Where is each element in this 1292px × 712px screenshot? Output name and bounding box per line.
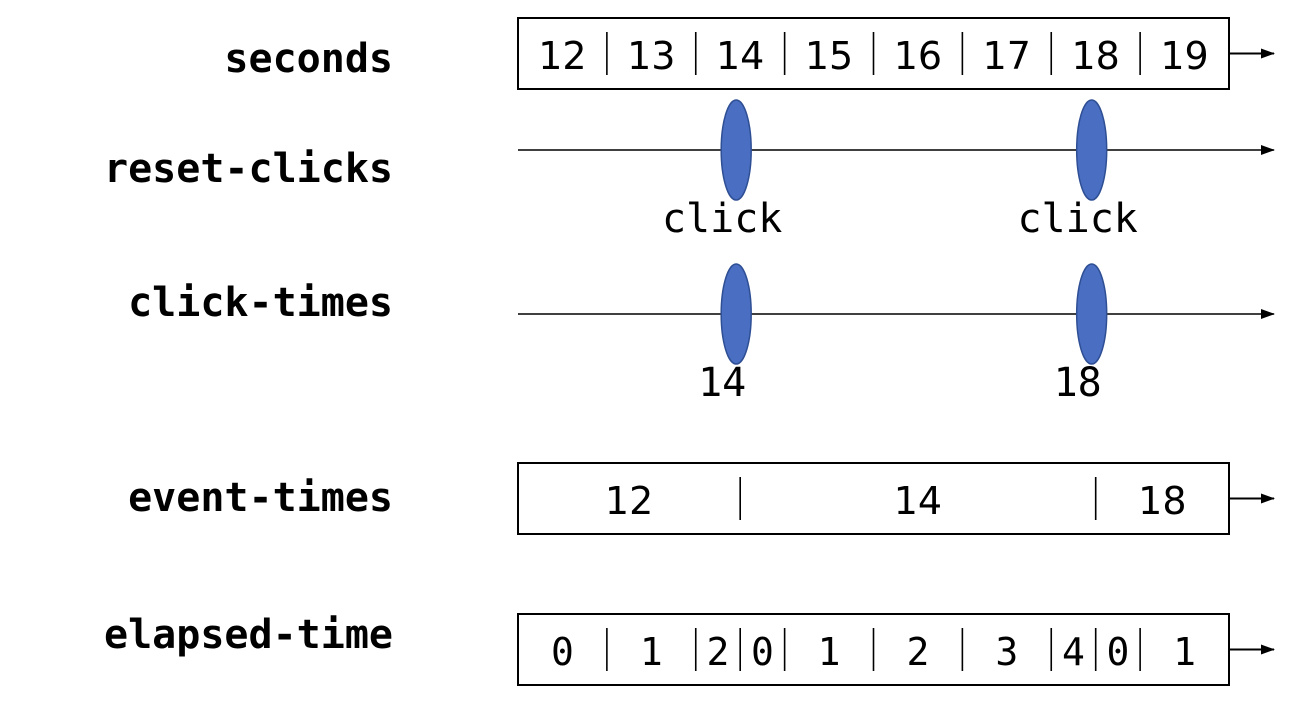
click-times-timeline: 14 18 [518,263,1275,406]
elapsed-time-cell-value: 0 [551,630,574,674]
event-times-box [517,462,1230,535]
elapsed-time-cell-value: 1 [640,630,663,674]
elapsed-time-cell-value: 1 [1173,630,1196,674]
event-times-stream: 12 14 18 [517,462,1275,535]
seconds-cell-value: 16 [894,34,942,78]
elapsed-time-cell-value: 4 [1062,630,1085,674]
elapsed-time-cell-value: 1 [818,630,841,674]
seconds-cell-value: 15 [805,34,853,78]
click-times-event-label: 18 [1054,360,1102,406]
event-times-cell-value: 12 [605,479,653,523]
reset-clicks-timeline: click click [518,99,1275,242]
click-times-event-marker [1075,263,1108,365]
elapsed-time-cell-value: 2 [906,630,929,674]
row-label-elapsed-time: elapsed-time [104,612,393,658]
seconds-cell-value: 12 [538,34,586,78]
event-times-cell-value: 14 [894,479,942,523]
reset-clicks-event-marker [1075,99,1108,201]
elapsed-time-cell-value: 0 [751,630,774,674]
elapsed-time-cell-value: 2 [707,630,730,674]
seconds-cell-value: 13 [627,34,675,78]
row-label-event-times: event-times [128,475,393,521]
elapsed-time-cell-value: 0 [1106,630,1129,674]
click-times-event-label: 14 [698,360,746,406]
click-times-event-marker [720,263,752,365]
row-label-seconds: seconds [224,36,393,82]
reset-clicks-event-label: click [1017,196,1137,242]
seconds-cell-value: 18 [1072,34,1120,78]
seconds-cell-value: 14 [716,34,764,78]
seconds-cell-value: 19 [1160,34,1208,78]
elapsed-time-cell-value: 3 [995,630,1018,674]
reset-clicks-event-label: click [662,196,782,242]
event-times-cell-value: 18 [1138,479,1186,523]
row-label-click-times: click-times [128,280,393,326]
seconds-cell-value: 17 [983,34,1031,78]
reset-clicks-event-marker [720,99,752,201]
row-label-reset-clicks: reset-clicks [104,146,393,192]
seconds-stream: 12 13 14 15 16 17 18 19 [517,17,1275,90]
